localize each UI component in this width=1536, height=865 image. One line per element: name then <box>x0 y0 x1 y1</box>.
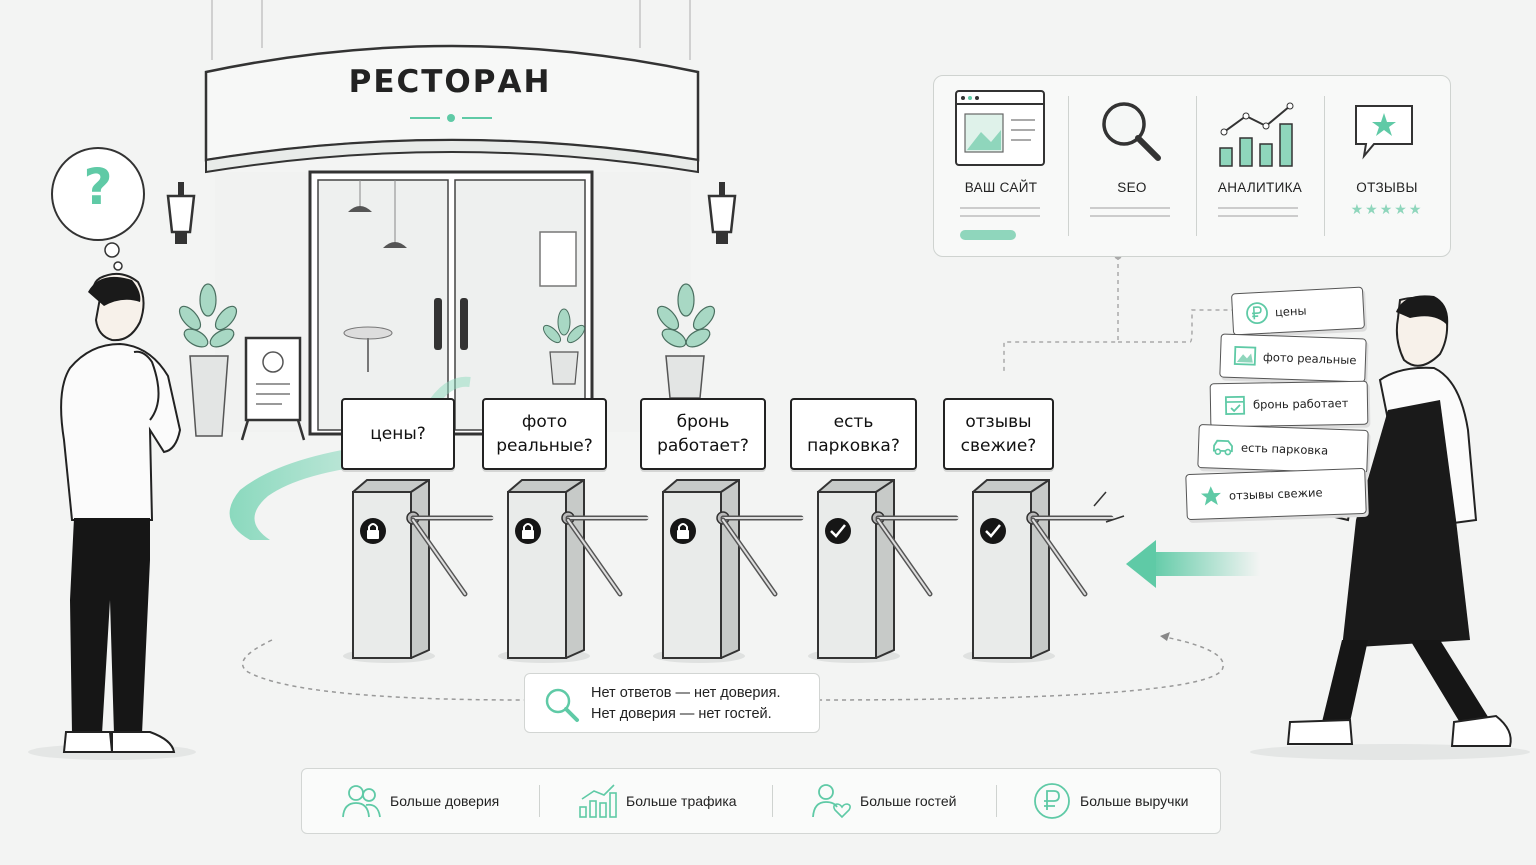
calendar-check-icon <box>1223 393 1247 417</box>
lock-icon <box>677 523 689 539</box>
website-icon <box>955 90 1045 166</box>
plant-inside <box>542 308 586 385</box>
tool-label: ОТЗЫВЫ <box>1356 180 1418 195</box>
message-line-1: Нет ответов — нет доверия. <box>591 685 781 701</box>
plant-left <box>178 283 238 437</box>
wall-lamp-right <box>707 182 737 244</box>
turnstile <box>808 479 959 663</box>
wall-lamp-left <box>166 182 196 244</box>
tool-decor-lines <box>1218 207 1298 217</box>
benefits-bar: Больше доверия Больше трафика Больше гос… <box>301 768 1221 834</box>
motion-marks <box>1093 491 1125 523</box>
answer-label: цены <box>1274 303 1307 320</box>
panel-connector <box>1003 256 1119 372</box>
check-icon <box>830 524 846 538</box>
answer-label: бронь работает <box>1252 395 1349 412</box>
car-icon <box>1211 434 1236 459</box>
answer-label: отзывы свежие <box>1228 485 1323 503</box>
question-sign: фото реальные? <box>482 398 607 470</box>
photo-icon <box>1233 344 1258 369</box>
ruble-coin-icon <box>1034 783 1070 819</box>
question-sign: цены? <box>341 398 455 470</box>
question-sign: есть парковка? <box>790 398 917 470</box>
incoming-answers-arrow <box>1126 540 1260 588</box>
answer-tile: бронь работает <box>1209 380 1369 428</box>
bar-chart-icon <box>1219 102 1294 167</box>
tools-panel: ВАШ САЙТ SEO АНАЛИТИКА <box>933 75 1451 257</box>
benefit-label: Больше трафика <box>626 793 737 809</box>
benefit-guests[interactable]: Больше гостей <box>810 769 956 833</box>
answer-tile: цены <box>1230 286 1366 336</box>
tool-analytics[interactable]: АНАЛИТИКА <box>1196 76 1324 256</box>
lock-icon <box>367 523 379 539</box>
growth-chart-icon <box>579 784 617 818</box>
guest-heart-icon <box>812 784 851 819</box>
users-icon <box>342 785 381 818</box>
ruble-icon <box>1244 301 1269 326</box>
star-icon <box>1199 484 1224 509</box>
tool-label: ВАШ САЙТ <box>964 180 1038 195</box>
magnifier-icon <box>1102 102 1161 161</box>
answer-label: есть парковка <box>1240 440 1329 458</box>
benefit-traffic[interactable]: Больше трафика <box>578 769 737 833</box>
flow-loop-left <box>242 639 525 701</box>
turnstile <box>343 479 494 663</box>
question-mark-icon: ? <box>83 158 113 216</box>
restaurant-sign: РЕСТОРАН <box>348 64 552 100</box>
benefit-label: Больше выручки <box>1080 793 1189 809</box>
review-stars: ★★★★★ <box>1350 202 1424 218</box>
tool-label: АНАЛИТИКА <box>1217 180 1303 195</box>
benefit-trust[interactable]: Больше доверия <box>340 769 499 833</box>
question-sign: отзывы свежие? <box>943 398 1054 470</box>
magnifier-icon <box>545 688 579 722</box>
benefit-revenue[interactable]: Больше выручки <box>1032 769 1188 833</box>
waiter <box>1250 295 1530 760</box>
answer-tile: отзывы свежие <box>1185 467 1367 521</box>
check-icon <box>985 524 1001 538</box>
answer-tile: есть парковка <box>1197 424 1369 474</box>
tool-website[interactable]: ВАШ САЙТ <box>934 76 1068 256</box>
benefit-label: Больше гостей <box>860 793 957 809</box>
tool-decor-lines <box>1090 207 1170 217</box>
question-sign: бронь работает? <box>640 398 766 470</box>
benefit-label: Больше доверия <box>390 793 500 809</box>
tool-seo[interactable]: SEO <box>1068 76 1196 256</box>
answer-tile: фото реальные <box>1219 333 1367 383</box>
menu-easel <box>240 336 306 441</box>
turnstile <box>653 479 804 663</box>
turnstiles <box>343 479 1114 663</box>
answer-label: фото реальные <box>1262 349 1357 368</box>
tool-label: SEO <box>1117 180 1147 195</box>
plant-right <box>656 283 716 399</box>
review-bubble-icon <box>1355 105 1413 160</box>
lock-icon <box>522 523 534 539</box>
turnstile <box>498 479 649 663</box>
confused-customer <box>28 147 196 760</box>
tool-decor-lines <box>960 207 1040 240</box>
message-line-2: Нет доверия — нет гостей. <box>591 706 772 722</box>
tool-reviews[interactable]: ОТЗЫВЫ ★★★★★ <box>1324 76 1450 256</box>
flow-loop-right <box>817 635 1224 701</box>
turnstile <box>963 479 1114 663</box>
trust-message: Нет ответов — нет доверия. Нет доверия —… <box>524 673 820 733</box>
